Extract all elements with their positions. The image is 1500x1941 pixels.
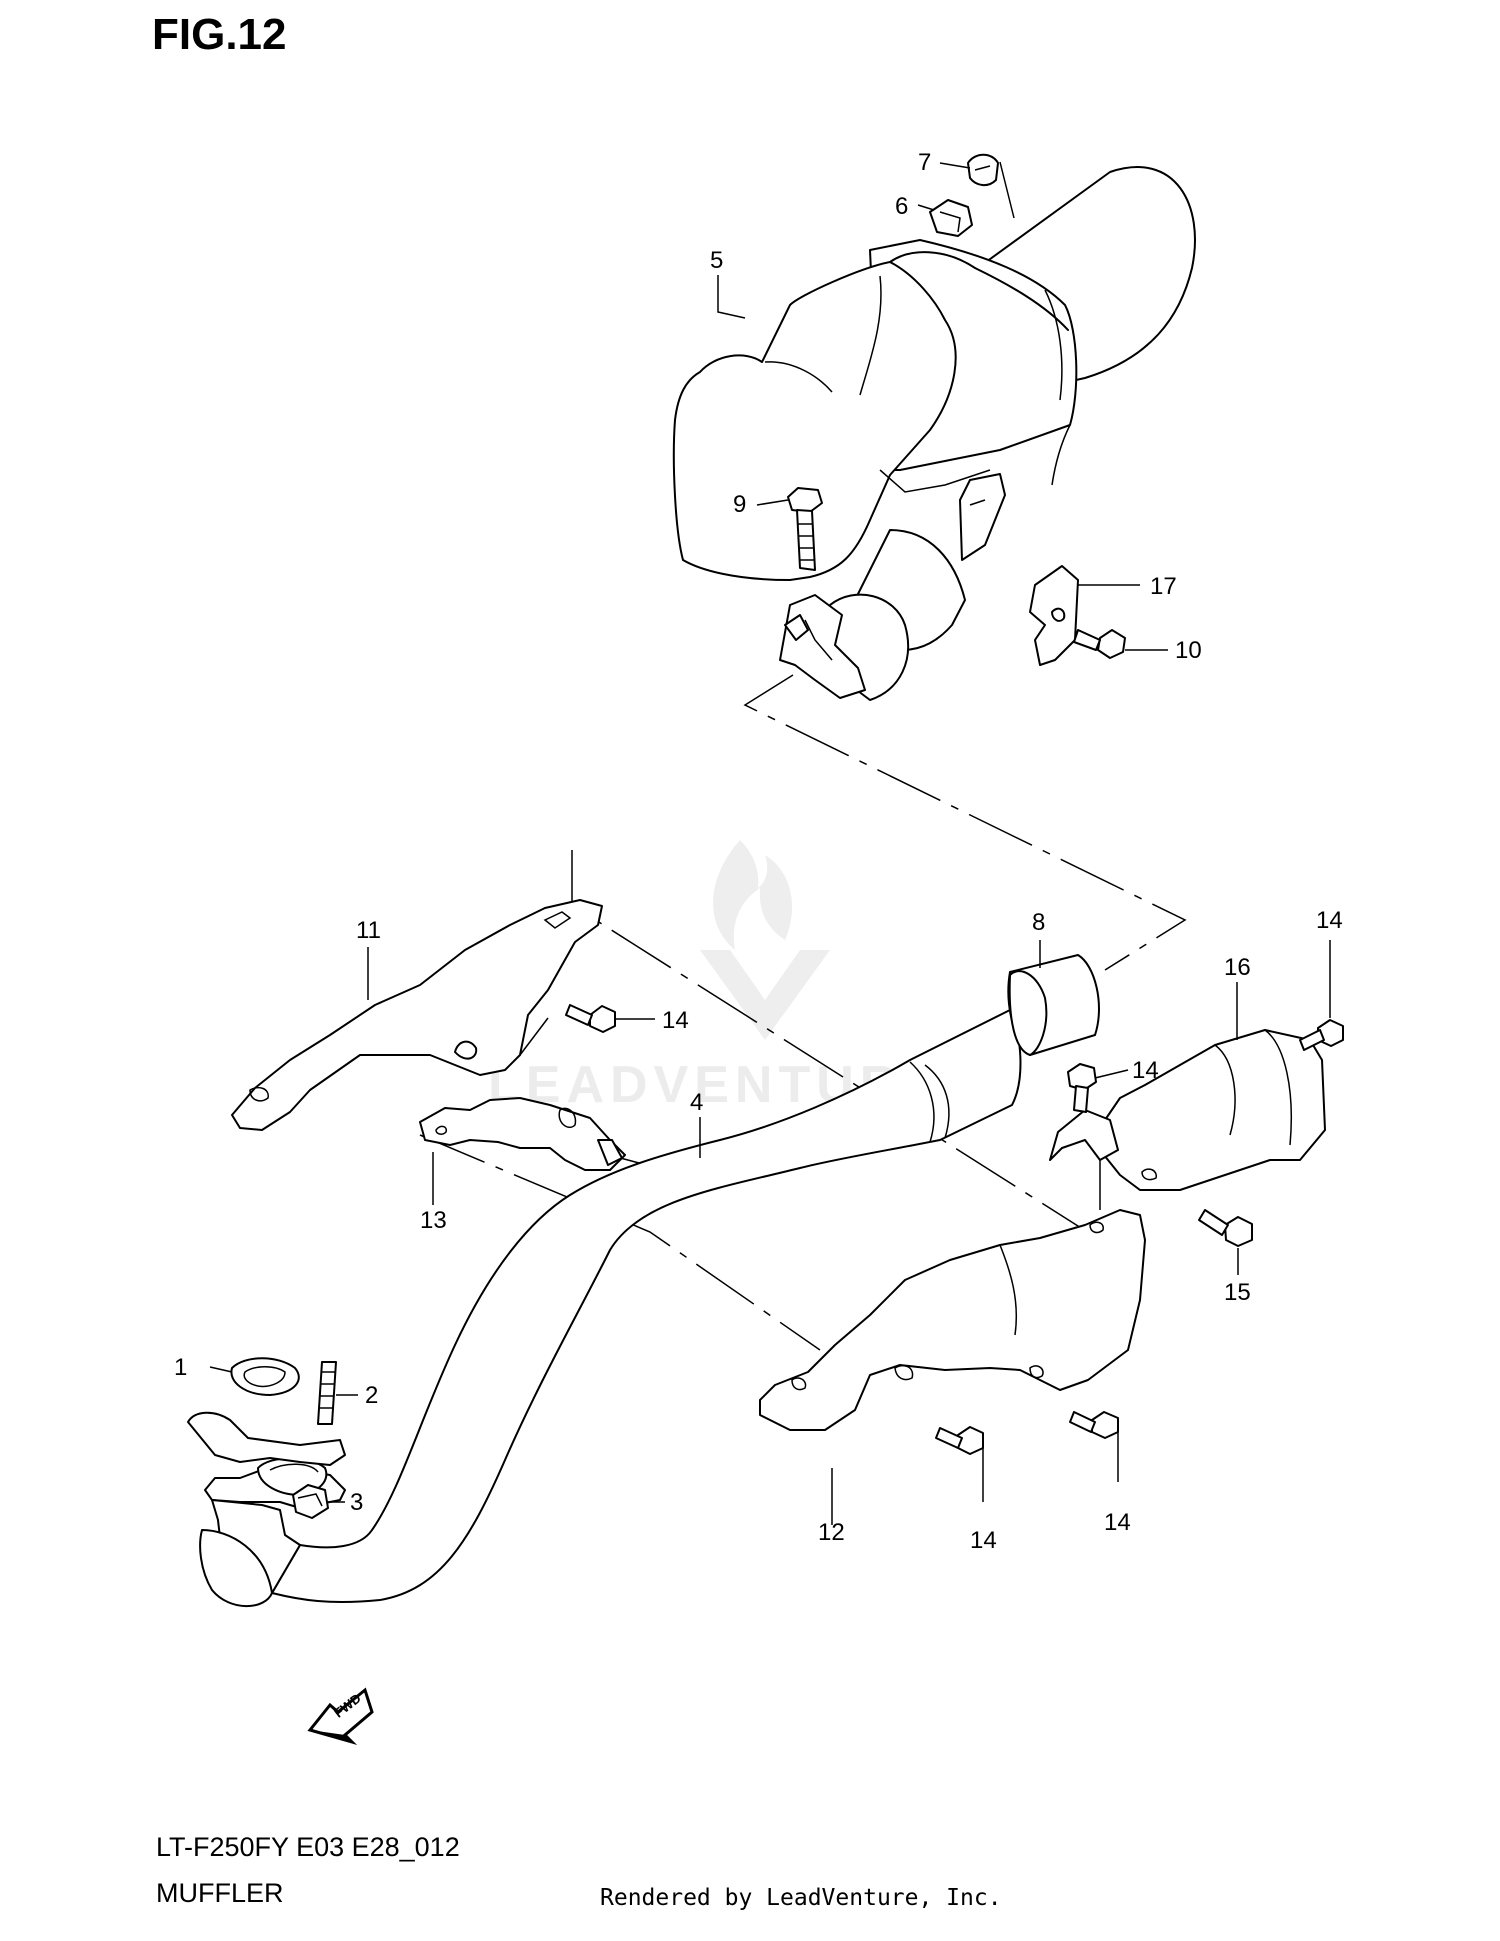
callout-14-right-top: 14 [1316, 907, 1343, 934]
callout-7: 7 [918, 149, 931, 176]
model-code: LT-F250FY E03 E28_012 [156, 1832, 460, 1862]
callout-8: 8 [1032, 909, 1045, 936]
callout-6: 6 [895, 193, 908, 220]
heat-shield-11 [231, 899, 603, 1131]
callout-14-center: 14 [1132, 1057, 1159, 1084]
callout-14-bottom-left: 14 [970, 1527, 997, 1554]
stud-2 [317, 1361, 337, 1425]
section-name: MUFFLER [156, 1878, 284, 1908]
callout-4: 4 [690, 1089, 703, 1116]
render-credit: Rendered by LeadVenture, Inc. [600, 1885, 1002, 1911]
callout-3: 3 [350, 1489, 363, 1516]
fwd-arrow-icon: FWD [307, 1687, 374, 1746]
bolt-14-bottom-left [935, 1426, 984, 1455]
bolt-14-bottom-right [1069, 1411, 1119, 1439]
figure-title: FIG.12 [152, 10, 287, 59]
callout-numbers: 1 2 3 4 5 6 7 8 9 10 11 12 13 14 14 14 1… [174, 149, 1343, 1554]
callout-5: 5 [710, 247, 723, 274]
callout-17: 17 [1150, 573, 1177, 600]
heat-shield-16 [1049, 1029, 1326, 1191]
bolt-15 [1198, 1209, 1253, 1247]
callout-11: 11 [356, 917, 381, 944]
muffler [672, 166, 1196, 701]
grommet-7 [967, 153, 999, 186]
bolt-9 [787, 487, 823, 571]
nut-3 [292, 1484, 329, 1519]
callout-14-upper-left: 14 [662, 1007, 689, 1034]
callout-12: 12 [818, 1519, 845, 1546]
callout-2: 2 [365, 1382, 378, 1409]
watermark-logo [700, 840, 830, 1040]
heat-shield-12 [759, 1209, 1146, 1431]
callout-15: 15 [1224, 1279, 1251, 1306]
callout-13: 13 [420, 1207, 447, 1234]
callout-9: 9 [733, 491, 746, 518]
bracket-17 [1029, 565, 1079, 666]
callout-16: 16 [1224, 954, 1251, 981]
bracket-13 [419, 1097, 626, 1171]
bolt-14-upper-left [565, 1004, 616, 1033]
bolt-10 [1073, 629, 1126, 659]
bolt-14-right-top [1299, 1019, 1344, 1051]
callout-1: 1 [174, 1354, 187, 1381]
sleeve-8 [1007, 954, 1100, 1056]
leader-lines [209, 162, 1331, 1525]
callout-14-bottom-right: 14 [1104, 1509, 1131, 1536]
nut-6 [929, 199, 973, 237]
bolt-14-center [1067, 1063, 1097, 1113]
callout-10: 10 [1175, 637, 1202, 664]
gasket-1 [230, 1357, 300, 1396]
